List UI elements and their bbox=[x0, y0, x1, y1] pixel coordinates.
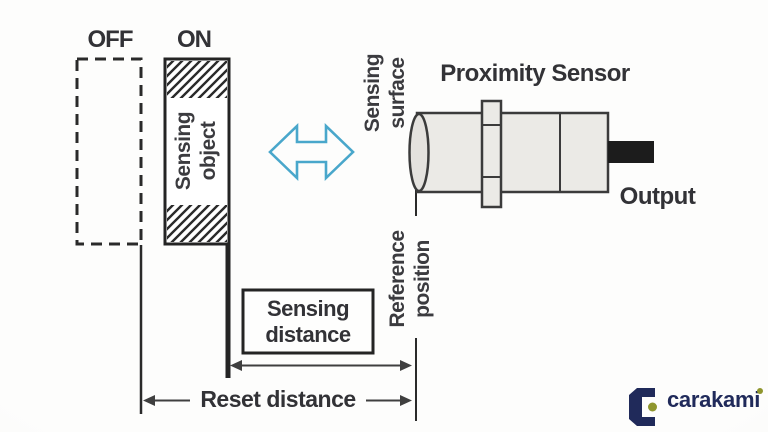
on-state-label: ON bbox=[177, 26, 212, 53]
output-label: Output bbox=[619, 183, 696, 210]
reference-position-label: Reference position bbox=[385, 230, 434, 328]
sensor-body bbox=[415, 111, 610, 194]
carakami-c-icon bbox=[629, 388, 657, 426]
sensing-face bbox=[408, 112, 430, 193]
sensing-distance-dimension bbox=[230, 360, 412, 371]
sensing-object-label: Sensing object bbox=[171, 111, 220, 191]
off-state-label: OFF bbox=[87, 26, 134, 53]
reset-distance-label: Reset distance bbox=[200, 386, 356, 412]
sensing-distance-label: Sensing distance bbox=[265, 296, 351, 347]
output-cable bbox=[608, 141, 654, 163]
logo-i-dot bbox=[757, 388, 763, 394]
proximity-sensor-drawing bbox=[408, 99, 654, 209]
off-position-outline bbox=[75, 57, 143, 246]
sensing-object-hatch-top bbox=[167, 61, 227, 98]
sensing-distance-box bbox=[241, 288, 375, 355]
carakami-logo-text: carakami bbox=[667, 387, 761, 412]
double-headed-arrow-icon bbox=[268, 122, 355, 182]
carakami-logo: carakami bbox=[628, 384, 763, 428]
sensing-surface-label: Sensing surface bbox=[360, 53, 409, 133]
mounting-nut bbox=[480, 99, 503, 209]
proximity-sensor-title: Proximity Sensor bbox=[440, 60, 630, 87]
sensing-object-hatch-bottom bbox=[167, 205, 227, 242]
reset-distance-dimension bbox=[143, 395, 412, 406]
